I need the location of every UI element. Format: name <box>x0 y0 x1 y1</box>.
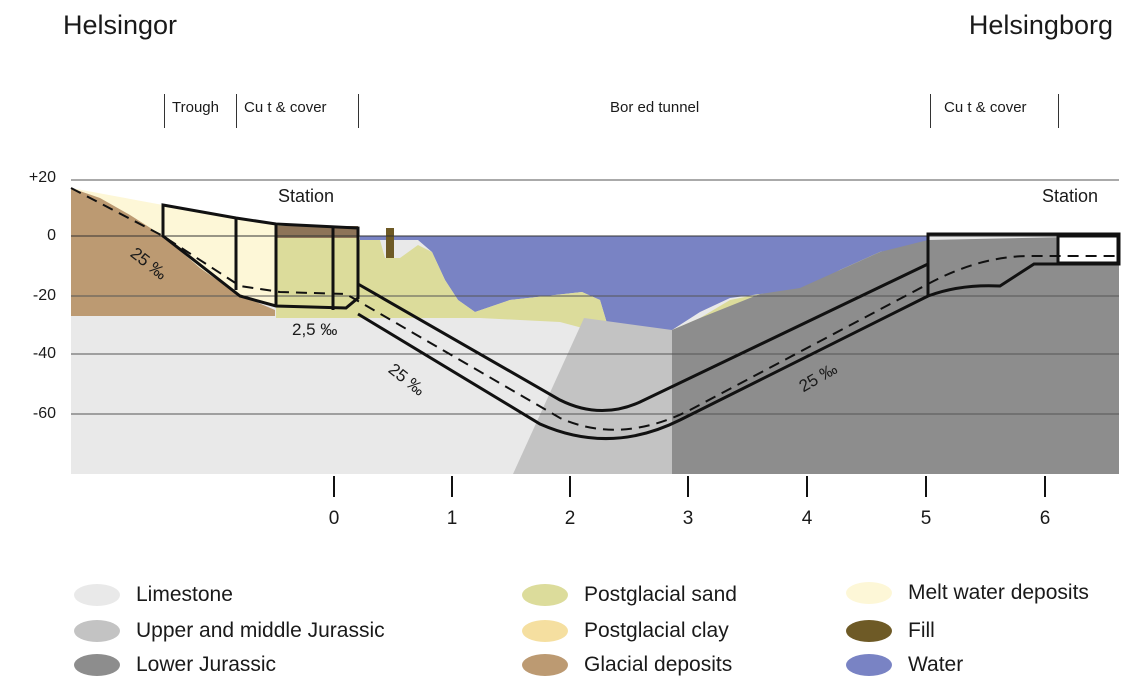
y-tick-label: -60 <box>32 405 56 422</box>
legend-label: Lower Jurassic <box>136 653 277 676</box>
legend-label: Fill <box>908 619 935 642</box>
legend-swatch <box>522 584 568 606</box>
section-divider <box>930 94 931 128</box>
section-cut-cover-left: Cu t & cover <box>244 99 327 116</box>
legend-item-melt-water-deposits: Melt water deposits <box>846 578 1089 608</box>
postglacial-sand-layer <box>276 224 928 395</box>
left-trough-structure <box>161 203 360 310</box>
section-bored-tunnel: Bor ed tunnel <box>610 99 700 116</box>
station-left: Station <box>278 186 335 206</box>
x-tick-label: 3 <box>682 508 694 529</box>
place-helsingborg: Helsingborg <box>968 10 1113 40</box>
x-tick-label: 5 <box>920 508 932 529</box>
legend-item-postglacial-clay: Postglacial clay <box>522 616 729 646</box>
legend-swatch <box>846 654 892 676</box>
track-centerline <box>70 187 1119 431</box>
section-divider <box>358 94 359 128</box>
legend-label: Postglacial clay <box>584 619 729 642</box>
grid <box>71 179 1119 415</box>
legend-label: Glacial deposits <box>584 653 733 676</box>
fill-pile <box>386 228 394 258</box>
y-tick-label: -20 <box>32 287 56 304</box>
fill-layer <box>276 226 358 238</box>
x-tick-label: 0 <box>328 508 340 529</box>
legend-item-water: Water <box>846 650 963 680</box>
legend-item-upper-middle-jurassic: Upper and middle Jurassic <box>74 616 385 646</box>
station-right: Station <box>1042 186 1099 206</box>
legend-label: Water <box>908 653 964 676</box>
y-tick-label: 0 <box>47 227 56 244</box>
legend-swatch <box>522 654 568 676</box>
legend-swatch <box>74 584 120 606</box>
legend-swatch <box>74 654 120 676</box>
y-tick-label: +20 <box>28 169 56 186</box>
legend-item-fill: Fill <box>846 616 935 646</box>
legend-item-postglacial-sand: Postglacial sand <box>522 580 737 610</box>
section-divider <box>1058 94 1059 128</box>
legend-item-lower-jurassic: Lower Jurassic <box>74 650 276 680</box>
legend-swatch <box>846 620 892 642</box>
right-station-structure <box>926 232 1121 299</box>
legend-label: Melt water deposits <box>908 581 1089 604</box>
place-helsingor: Helsingor <box>63 10 178 40</box>
section-divider <box>236 94 237 128</box>
legend-item-glacial-deposits: Glacial deposits <box>522 650 732 680</box>
legend-swatch <box>846 582 892 604</box>
bored-tunnel <box>357 262 929 441</box>
water-layer <box>360 236 928 352</box>
legend-label: Limestone <box>136 583 233 606</box>
section-divider <box>164 94 165 128</box>
legend-swatch <box>74 620 120 642</box>
x-tick-label: 1 <box>446 508 458 529</box>
x-tick-label: 6 <box>1039 508 1051 529</box>
legend-swatch <box>522 620 568 642</box>
x-tick-label: 4 <box>801 508 813 529</box>
section-cut-cover-right: Cu t & cover <box>944 99 1027 116</box>
legend-label: Upper and middle Jurassic <box>136 619 385 642</box>
legend-label: Postglacial sand <box>584 583 737 606</box>
legend-item-limestone: Limestone <box>74 580 233 610</box>
section-trough: Trough <box>172 99 219 116</box>
y-tick-label: -40 <box>32 345 56 362</box>
gradient-label-station: 2,5 ‰ <box>292 320 338 339</box>
x-tick-label: 2 <box>564 508 576 529</box>
